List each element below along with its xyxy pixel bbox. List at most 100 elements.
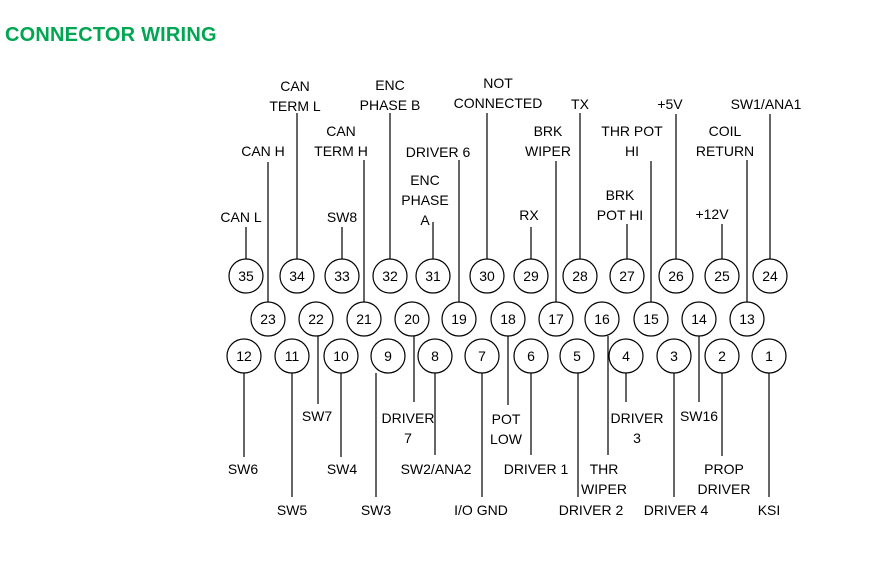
pin-29-circle: [513, 258, 549, 294]
pin-5-label: DRIVER 2: [559, 502, 624, 518]
pin-15-number: 15: [643, 311, 659, 327]
pin-31-label: A: [420, 212, 430, 228]
pin-13-label: COIL: [709, 123, 742, 139]
pin-2-number: 2: [718, 348, 726, 364]
pin-8-number: 8: [431, 348, 439, 364]
pin-24-number: 24: [762, 268, 778, 284]
pin-12-label: SW6: [228, 461, 259, 477]
pin-33-label: SW8: [327, 209, 358, 225]
pin-34-circle: [279, 258, 315, 294]
pin-29-number: 29: [523, 268, 539, 284]
pin-27-label: POT HI: [597, 207, 643, 223]
pin-2-circle: [704, 338, 740, 374]
pin-28-label: TX: [571, 96, 590, 112]
pin-3-label: DRIVER 4: [644, 502, 709, 518]
pin-21-circle: [346, 301, 382, 337]
pin-17-label: WIPER: [525, 143, 571, 159]
pin-16-label: THR: [590, 461, 619, 477]
pin-24-circle: [752, 258, 788, 294]
pin-19-number: 19: [451, 311, 467, 327]
pin-8-circle: [417, 338, 453, 374]
pin-18-number: 18: [500, 311, 516, 327]
pin-25-number: 25: [714, 268, 730, 284]
pin-16-label: WIPER: [581, 481, 627, 497]
pin-1-number: 1: [765, 348, 773, 364]
pin-35-number: 35: [238, 268, 254, 284]
pin-6-label: DRIVER 1: [504, 461, 569, 477]
pin-13-number: 13: [739, 311, 755, 327]
pin-32-circle: [372, 258, 408, 294]
pin-30-number: 30: [479, 268, 495, 284]
pin-22-circle: [298, 301, 334, 337]
pin-6-number: 6: [527, 348, 535, 364]
pin-32-number: 32: [382, 268, 398, 284]
pin-7: 7I/O GND: [454, 338, 508, 518]
pin-32-label: PHASE B: [360, 97, 421, 113]
pin-20-number: 20: [404, 311, 420, 327]
pin-23-number: 23: [260, 311, 276, 327]
pin-34-number: 34: [289, 268, 305, 284]
pin-33-circle: [324, 258, 360, 294]
pin-11-number: 11: [285, 348, 300, 364]
pin-23-circle: [250, 301, 286, 337]
pin-9-number: 9: [384, 348, 392, 364]
pin-28-circle: [562, 258, 598, 294]
pin-30-label: NOT: [483, 75, 513, 91]
pin-30-label: CONNECTED: [454, 95, 543, 111]
pin-31-label: PHASE: [401, 192, 448, 208]
pin-31-circle: [415, 258, 451, 294]
pin-20-circle: [394, 301, 430, 337]
pin-29-label: RX: [519, 207, 539, 223]
pin-27-label: BRK: [606, 187, 635, 203]
pin-10-circle: [323, 338, 359, 374]
pin-19-circle: [441, 301, 477, 337]
pin-9-circle: [370, 338, 406, 374]
pin-12-circle: [226, 338, 262, 374]
pin-4-label: DRIVER: [611, 410, 664, 426]
pin-26: 26+5V: [657, 96, 694, 294]
pin-27-circle: [609, 258, 645, 294]
pin-3-circle: [656, 338, 692, 374]
pin-18-label: LOW: [490, 431, 523, 447]
pin-8-label: SW2/ANA2: [401, 461, 472, 477]
pin-4-number: 4: [622, 348, 630, 364]
pin-30-circle: [469, 258, 505, 294]
pin-13-circle: [729, 301, 765, 337]
pin-5-number: 5: [573, 348, 581, 364]
pin-26-label: +5V: [657, 96, 683, 112]
pin-10-label: SW4: [327, 461, 358, 477]
pin-11-circle: [274, 338, 310, 374]
pin-22-label: SW7: [302, 408, 333, 424]
pin-18-circle: [490, 301, 526, 337]
pin-20-label: 7: [404, 430, 412, 446]
pin-20-label: DRIVER: [382, 410, 435, 426]
pin-1-label: KSI: [758, 502, 781, 518]
pin-4-label: 3: [633, 430, 641, 446]
pin-16-number: 16: [594, 311, 610, 327]
pin-26-circle: [658, 258, 694, 294]
pin-34: 34 CAN TERM L: [269, 78, 321, 294]
pin-34-label: CAN: [280, 78, 310, 94]
pin-34-label: TERM L: [269, 98, 321, 114]
pin-33-number: 33: [334, 268, 350, 284]
